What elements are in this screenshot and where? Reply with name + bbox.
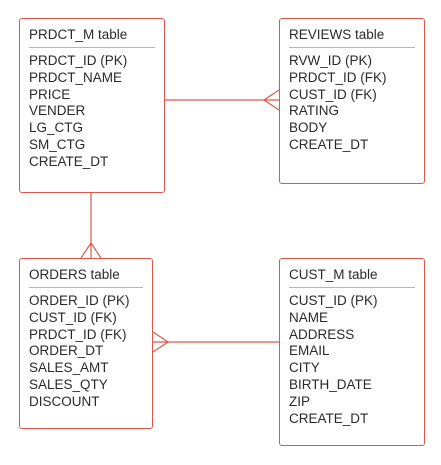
entity-field: CUST_ID (PK) — [289, 293, 378, 308]
entity-field: PRDCT_ID (PK) — [29, 53, 128, 68]
entity-field: SM_CTG — [29, 136, 86, 152]
entity-reviews: REVIEWS table RVW_ID (PK)PRDCT_ID (FK)CU… — [279, 18, 425, 184]
entity-field: CREATE_DT — [29, 153, 109, 169]
field-list: ORDER_ID (PK)CUST_ID (FK)PRDCT_ID (FK)OR… — [20, 288, 152, 411]
entity-field: DISCOUNT — [29, 393, 100, 409]
entity-field: RATING — [289, 103, 339, 119]
entity-field: NAME — [289, 309, 329, 325]
relationship-cust-orders — [152, 331, 279, 353]
field-list: RVW_ID (PK)PRDCT_ID (FK)CUST_ID (FK)RATI… — [280, 48, 424, 154]
entity-field: BIRTH_DATE — [289, 376, 372, 392]
entity-field: EMAIL — [289, 343, 330, 359]
entity-orders: ORDERS table ORDER_ID (PK)CUST_ID (FK)PR… — [19, 258, 153, 429]
entity-field: PRDCT_ID (FK) — [29, 326, 127, 342]
entity-field: PRDCT_ID (FK) — [289, 69, 387, 85]
entity-field: VENDER — [29, 103, 86, 119]
entity-field: PRDCT_NAME — [29, 69, 123, 85]
relationship-prdct-reviews — [165, 89, 280, 111]
relationship-prdct-orders — [80, 193, 102, 259]
entity-field: PRICE — [29, 86, 71, 102]
entity-title: ORDERS table — [29, 259, 143, 288]
entity-field: CUST_ID (FK) — [29, 309, 117, 325]
entity-field: SALES_AMT — [29, 360, 109, 376]
entity-field: RVW_ID (PK) — [289, 53, 373, 68]
entity-field: LG_CTG — [29, 120, 84, 136]
entity-field: CREATE_DT — [289, 136, 369, 152]
entity-field: ORDER_DT — [29, 343, 104, 359]
entity-title: PRDCT_M table — [29, 19, 155, 48]
entity-field: CITY — [289, 360, 320, 376]
entity-field: CUST_ID (FK) — [289, 86, 377, 102]
entity-field: ADDRESS — [289, 326, 355, 342]
entity-field: SALES_QTY — [29, 376, 108, 392]
entity-field: BODY — [289, 120, 328, 136]
entity-title: CUST_M table — [289, 259, 415, 288]
entity-field: ORDER_ID (PK) — [29, 293, 130, 308]
entity-field: ZIP — [289, 393, 311, 409]
entity-field: CREATE_DT — [289, 410, 369, 426]
entity-title: REVIEWS table — [289, 19, 415, 48]
